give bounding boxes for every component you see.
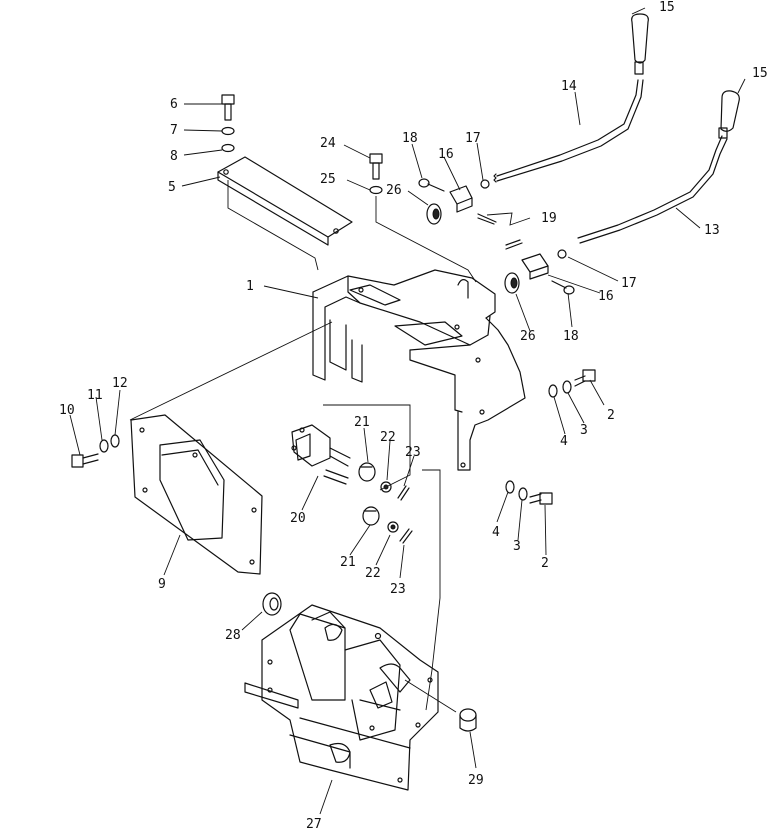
callout-17: 17 <box>465 131 481 146</box>
clevis-16-lower <box>521 253 549 280</box>
callout-21: 21 <box>354 415 370 430</box>
callout-26: 26 <box>520 329 536 344</box>
bolt-2-lower <box>529 492 553 505</box>
assembly-guide-line <box>422 469 441 711</box>
callout-23: 23 <box>390 582 406 597</box>
callout-26: 26 <box>386 183 402 198</box>
callout-9: 9 <box>158 577 166 592</box>
cotter-19-lower <box>505 239 523 250</box>
callout-15: 15 <box>659 0 675 15</box>
nut-22-lower <box>387 521 399 533</box>
callout-22: 22 <box>380 430 396 445</box>
callout-21: 21 <box>340 555 356 570</box>
washer-11 <box>99 439 109 453</box>
callout-17: 17 <box>621 276 637 291</box>
frame-1 <box>312 269 526 471</box>
clevis-16-upper <box>449 185 473 213</box>
callout-11: 11 <box>87 388 103 403</box>
callout-4: 4 <box>560 434 568 449</box>
roller-21-upper <box>358 462 376 482</box>
callout-12: 12 <box>112 376 128 391</box>
washer-8 <box>221 143 235 153</box>
bushing-28 <box>262 592 282 616</box>
knob-15-lower <box>718 90 740 139</box>
washer-12 <box>110 434 120 448</box>
roller-26-upper <box>426 203 442 225</box>
guide-line-cap <box>404 679 457 713</box>
callout-22: 22 <box>365 566 381 581</box>
callout-10: 10 <box>59 403 75 418</box>
callout-29: 29 <box>468 773 484 788</box>
callout-28: 28 <box>225 628 241 643</box>
callout-1: 1 <box>246 279 254 294</box>
washer-3-lower <box>518 487 528 501</box>
bolt-2-upper <box>574 369 596 387</box>
washer-4-upper <box>548 384 558 398</box>
callout-24: 24 <box>320 136 336 151</box>
nut-17-upper <box>480 179 490 189</box>
callout-13: 13 <box>704 223 720 238</box>
callout-3: 3 <box>513 539 521 554</box>
base-assembly-27 <box>244 604 439 791</box>
callout-18: 18 <box>563 329 579 344</box>
callout-14: 14 <box>561 79 577 94</box>
pin-23-lower <box>399 528 413 544</box>
callout-2: 2 <box>607 408 615 423</box>
callout-7: 7 <box>170 123 178 138</box>
callout-16: 16 <box>438 147 454 162</box>
switch-20 <box>291 424 351 485</box>
cover-plate-5 <box>217 156 353 271</box>
roller-21-lower <box>362 506 380 526</box>
callout-5: 5 <box>168 180 176 195</box>
callouts: 1 2 2 3 3 4 4 5 6 7 8 9 10 11 12 13 14 1… <box>59 0 768 832</box>
nut-22-upper <box>380 481 392 493</box>
leader-lines <box>69 7 746 815</box>
callout-20: 20 <box>290 511 306 526</box>
callout-2: 2 <box>541 556 549 571</box>
pin-18-upper <box>418 178 445 192</box>
screw-10 <box>71 453 99 468</box>
nut-17-lower <box>557 249 567 259</box>
cap-29 <box>459 708 477 732</box>
washer-3-upper <box>562 380 572 394</box>
side-plate-9 <box>130 414 263 575</box>
callout-3: 3 <box>580 423 588 438</box>
bolt-6 <box>221 94 235 121</box>
callout-4: 4 <box>492 525 500 540</box>
bolt-24 <box>369 153 383 180</box>
callout-15: 15 <box>752 66 768 81</box>
callout-8: 8 <box>170 149 178 164</box>
washer-25 <box>369 185 383 195</box>
callout-19: 19 <box>541 211 557 226</box>
pin-18-lower <box>551 280 575 295</box>
lever-13 <box>577 135 728 244</box>
roller-26-lower <box>504 272 520 294</box>
callout-27: 27 <box>306 817 322 832</box>
callout-16: 16 <box>598 289 614 304</box>
callout-25: 25 <box>320 172 336 187</box>
lever-14 <box>493 79 644 183</box>
pin-23-upper <box>397 485 410 501</box>
callout-18: 18 <box>402 131 418 146</box>
assembly-guide-plate <box>129 321 333 421</box>
knob-15-upper <box>631 13 649 75</box>
callout-6: 6 <box>170 97 178 112</box>
washer-4-lower <box>505 480 515 494</box>
callout-23: 23 <box>405 445 421 460</box>
cotter-19-upper <box>477 213 497 225</box>
washer-7 <box>221 126 235 136</box>
assembly-guide-left <box>323 404 411 491</box>
